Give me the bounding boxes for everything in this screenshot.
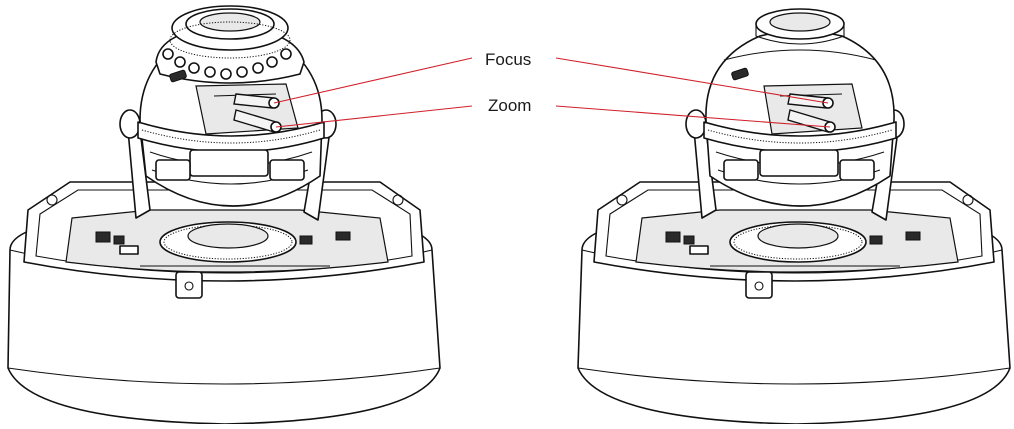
zoom-label: Zoom [488,96,532,115]
left-dome-camera [7,5,441,425]
left-ball-housing [137,41,325,207]
focus-leader-lines [273,57,829,104]
left-zoom-rod [233,109,282,133]
zoom-leader-left [275,105,473,128]
right-dome-camera [577,8,1011,425]
focus-leader-right [555,57,829,104]
focus-label: Focus [485,50,532,69]
focus-leader-left [273,57,473,104]
left-gear-ring [159,221,297,263]
right-ball-housing [703,30,897,207]
left-focus-rod [233,93,280,109]
right-top-lens [755,8,845,45]
zoom-leader-lines [275,105,831,128]
right-gear-ring [729,221,867,263]
zoom-leader-right [555,105,831,128]
left-top-bezel [155,5,305,84]
